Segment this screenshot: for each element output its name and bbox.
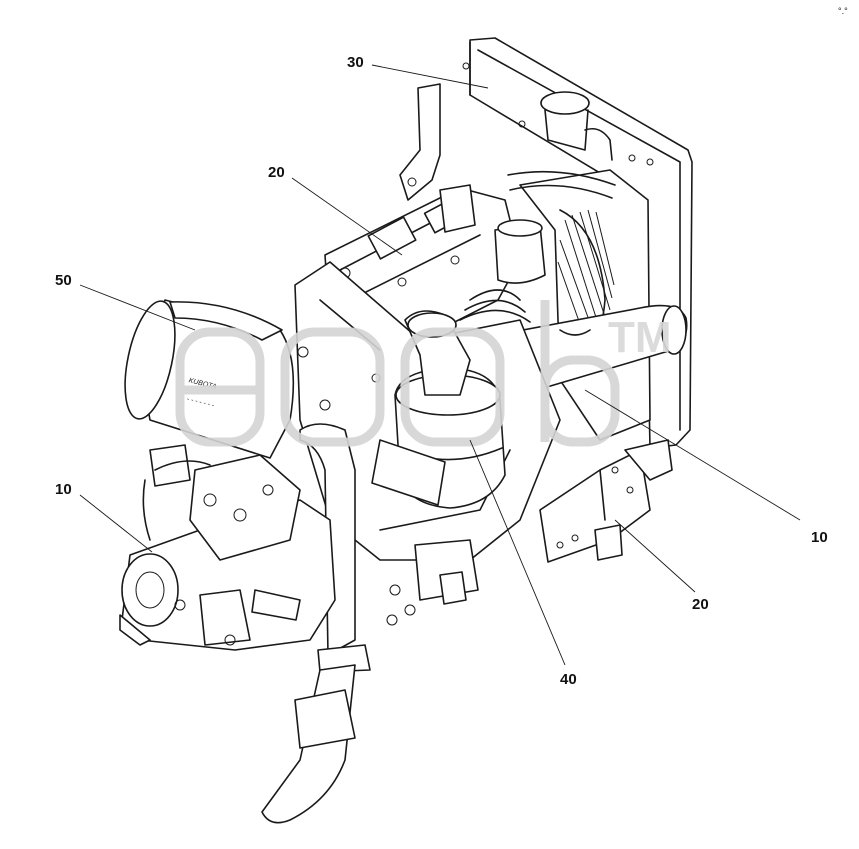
watermark-logo: TM xyxy=(175,300,672,447)
air-cleaner: KUBOTA - - - - - - - xyxy=(124,299,295,459)
watermark-trademark: TM xyxy=(608,313,672,362)
callout-40-bottom: 40 xyxy=(560,671,577,688)
callout-20-upper: 20 xyxy=(268,164,285,181)
corner-mark: °.° xyxy=(838,6,848,16)
leader-lines xyxy=(79,64,801,666)
hydraulic-pump xyxy=(119,444,336,651)
callout-50-left: 50 xyxy=(55,272,72,289)
callout-20-lower: 20 xyxy=(692,596,709,613)
callout-30-top: 30 xyxy=(347,54,364,71)
callouts: 30 20 50 10 10 20 40 xyxy=(55,54,828,688)
callout-10-left: 10 xyxy=(55,481,72,498)
muffler-bracket xyxy=(539,439,673,563)
callout-10-right: 10 xyxy=(811,529,828,546)
